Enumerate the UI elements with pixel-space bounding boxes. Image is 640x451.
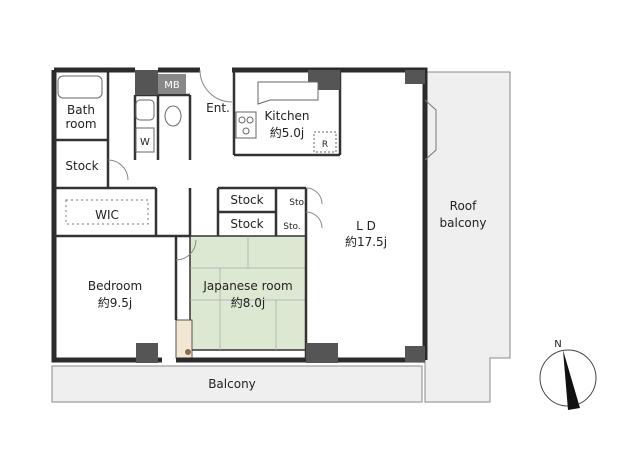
meter-box <box>158 74 186 94</box>
bathtub <box>57 75 103 99</box>
pillars <box>135 70 425 363</box>
washbasin <box>135 99 155 121</box>
compass-north-label: N <box>554 339 561 350</box>
stock-center-bottom-label: Stock <box>230 217 263 231</box>
ld-size: 約17.5j <box>345 234 387 249</box>
burners <box>238 116 254 135</box>
roof-balcony-label-2: balcony <box>440 216 487 230</box>
compass-needle <box>563 350 580 410</box>
washer-label: W <box>140 137 150 148</box>
kitchen-size: 約5.0j <box>270 125 304 140</box>
ent-label: Ent. <box>206 101 230 115</box>
kitchen-name: Kitchen <box>264 109 309 123</box>
wic-label: WIC <box>95 208 119 222</box>
bay-window <box>424 99 437 161</box>
balcony-area <box>51 365 423 403</box>
ld-name: L D <box>356 219 376 233</box>
stock-left-label: Stock <box>65 159 98 173</box>
sto-top-label: Sto. <box>289 198 306 208</box>
bath-label-1: Bath <box>67 103 95 117</box>
roof-balcony-area <box>424 71 511 403</box>
kitchen-counter <box>257 81 319 105</box>
japanese-room-name: Japanese room <box>202 279 292 293</box>
wic-rail <box>65 199 149 225</box>
mb-label: MB <box>164 80 180 91</box>
japanese-room-size: 約8.0j <box>231 295 265 310</box>
balcony-label: Balcony <box>208 377 256 391</box>
interior-walls <box>54 70 342 360</box>
roof-balcony-label-1: Roof <box>450 199 477 213</box>
fridge-space <box>313 131 337 153</box>
washer-space <box>135 127 155 153</box>
toilet <box>164 105 182 127</box>
sto-bottom-label: Sto. <box>283 222 300 232</box>
stock-center-top-label: Stock <box>230 193 263 207</box>
compass: N <box>539 339 597 410</box>
bedroom-size: 約9.5j <box>98 295 132 310</box>
stove <box>235 111 257 139</box>
bedroom-name: Bedroom <box>88 279 142 293</box>
door-arcs <box>107 69 323 261</box>
tokonoma-post <box>185 349 191 355</box>
tatami-lines <box>190 236 306 350</box>
fridge-label: R <box>322 140 328 150</box>
bath-label-2: room <box>65 117 96 131</box>
